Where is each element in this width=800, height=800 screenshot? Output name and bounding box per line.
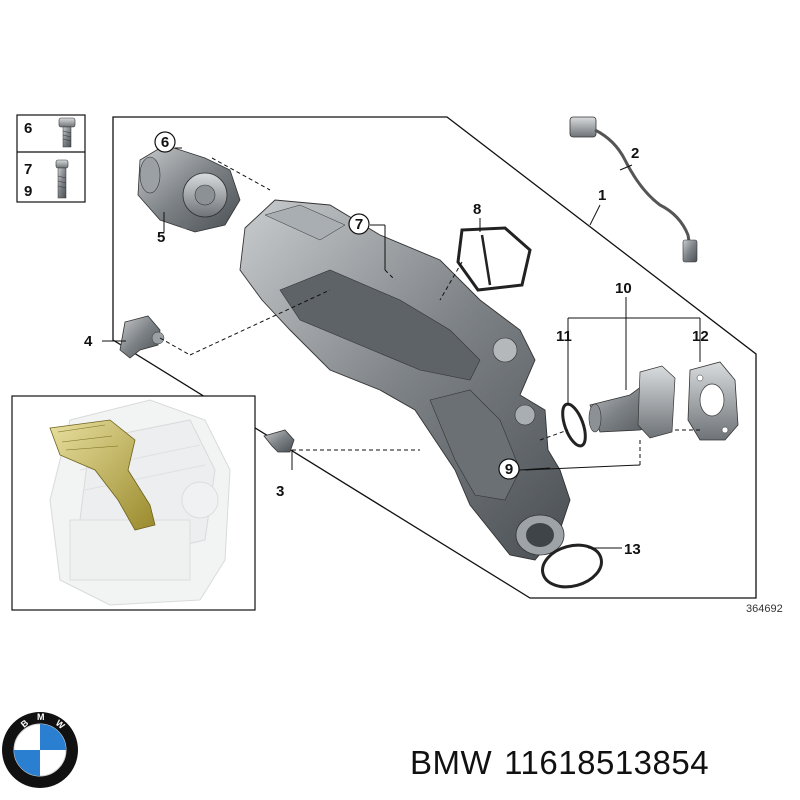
part-label-4: 4 bbox=[84, 333, 93, 350]
part-4-sensor bbox=[119, 315, 165, 359]
part-label-3: 3 bbox=[276, 483, 284, 500]
assembly-outline bbox=[112, 116, 757, 599]
caption-brand: BMW bbox=[410, 744, 493, 781]
legend-label-7: 7 bbox=[24, 161, 32, 178]
svg-text:7: 7 bbox=[355, 216, 363, 233]
legend-label-9: 9 bbox=[24, 183, 32, 200]
part-2-sensor-cable bbox=[569, 116, 698, 263]
engine-inset bbox=[11, 395, 256, 611]
part-10-pipe bbox=[588, 365, 676, 439]
part-label-5: 5 bbox=[157, 229, 165, 246]
part-label-13: 13 bbox=[624, 541, 641, 558]
highlighted-intake-manifold bbox=[49, 419, 156, 531]
bolt-7-9-icon bbox=[55, 159, 69, 199]
part-label-11: 11 bbox=[556, 328, 572, 345]
bolt-6-icon bbox=[58, 117, 76, 148]
part-13-ring-seal bbox=[541, 543, 603, 589]
svg-text:6: 6 bbox=[161, 134, 169, 151]
bmw-logo-icon: B M W bbox=[2, 712, 78, 788]
part-3-clip bbox=[263, 429, 295, 453]
callout-circle-7: 7 bbox=[348, 213, 370, 235]
leader-lines bbox=[102, 147, 701, 549]
part-8-gasket bbox=[456, 226, 532, 292]
part-5-housing bbox=[137, 144, 241, 233]
part-11-o-ring bbox=[561, 402, 587, 448]
hardware-legend-box: 6 7 9 bbox=[16, 114, 86, 203]
part-label-12: 12 bbox=[692, 328, 709, 345]
part-label-2: 2 bbox=[631, 145, 639, 162]
svg-text:9: 9 bbox=[505, 461, 513, 478]
part-12-flange-gasket bbox=[687, 361, 739, 441]
callout-circle-6: 6 bbox=[154, 131, 176, 153]
callout-circle-9: 9 bbox=[498, 458, 520, 480]
part-label-1: 1 bbox=[598, 187, 606, 204]
part-caption: BMW 11618513854 bbox=[410, 744, 721, 782]
svg-text:M: M bbox=[37, 712, 45, 722]
part-label-10: 10 bbox=[615, 280, 632, 297]
svg-text:B: B bbox=[19, 717, 31, 729]
part-label-8: 8 bbox=[473, 201, 481, 218]
legend-label-6: 6 bbox=[24, 120, 32, 137]
diagram-code: 364692 bbox=[746, 603, 783, 615]
part-1-intake-manifold bbox=[239, 199, 571, 561]
caption-part-number: 11618513854 bbox=[504, 744, 710, 781]
